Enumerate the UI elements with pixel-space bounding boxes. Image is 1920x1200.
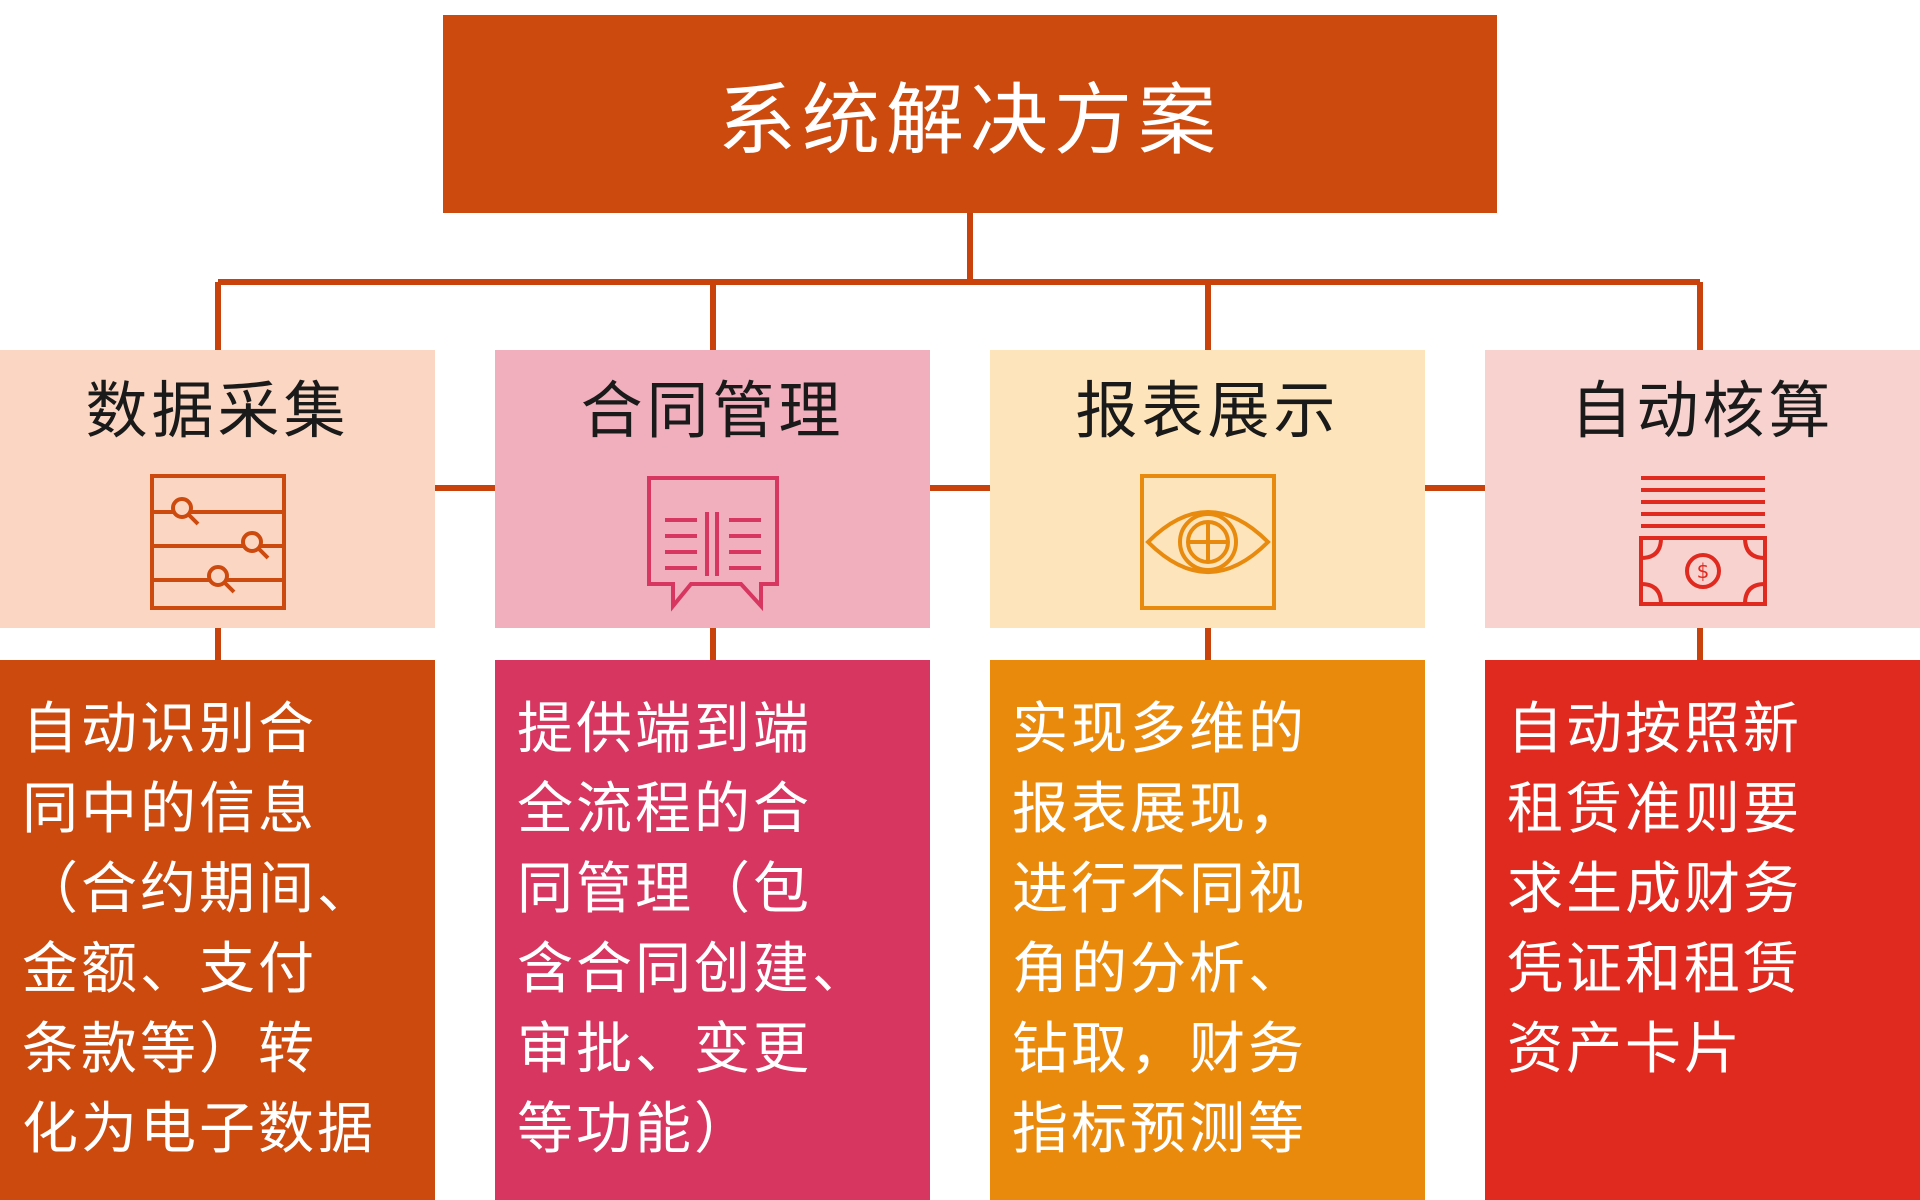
diagram-title: 系统解决方案 (443, 15, 1497, 213)
description-line: 实现多维的 (1012, 697, 1307, 762)
description-line: 条款等）转 (22, 1017, 317, 1082)
description-line: 提供端到端 (517, 697, 812, 762)
category-card-data-collection: 数据采集 (0, 350, 435, 628)
description-line: 资产卡片 (1507, 1017, 1743, 1082)
description-line: 自动按照新 (1507, 697, 1802, 762)
category-card-auto-accounting: 自动核算 $ (1485, 350, 1920, 628)
category-card-contract-management: 合同管理 (495, 350, 930, 628)
description-line: 角的分析、 (1012, 937, 1307, 1002)
description-card-report-display: 实现多维的 报表展现， 进行不同视 角的分析、 钻取，财务 指标预测等 (990, 660, 1425, 1200)
description-line: 审批、变更 (517, 1017, 812, 1082)
description-card-auto-accounting: 自动按照新 租赁准则要 求生成财务 凭证和租赁 资产卡片 (1485, 660, 1920, 1200)
description-line: 进行不同视 (1012, 857, 1307, 922)
description-card-contract-management: 提供端到端 全流程的合 同管理（包 含合同创建、 审批、变更 等功能） (495, 660, 930, 1200)
description-line: 自动识别合 (22, 697, 317, 762)
description-line: 化为电子数据 (22, 1097, 376, 1162)
money-icon: $ (1638, 476, 1767, 606)
category-label: 报表展示 (1075, 374, 1340, 447)
description-line: 金额、支付 (22, 937, 317, 1002)
sliders-icon (149, 474, 286, 610)
description-line: 报表展现， (1012, 777, 1307, 842)
category-card-report-display: 报表展示 (990, 350, 1425, 628)
description-line: 钻取，财务 (1012, 1017, 1307, 1082)
category-label: 数据采集 (85, 374, 350, 447)
eye-icon (1139, 474, 1276, 610)
description-card-data-collection: 自动识别合 同中的信息 （合约期间、 金额、支付 条款等）转 化为电子数据 (0, 660, 435, 1200)
category-label: 合同管理 (580, 374, 845, 447)
svg-text:$: $ (1696, 559, 1709, 583)
description-line: 同管理（包 (517, 857, 812, 922)
description-line: 等功能） (517, 1097, 753, 1162)
description-line: 租赁准则要 (1507, 777, 1802, 842)
category-label: 自动核算 (1570, 374, 1835, 447)
description-line: 凭证和租赁 (1507, 937, 1802, 1002)
description-line: 指标预测等 (1012, 1097, 1307, 1162)
description-line: 含合同创建、 (517, 937, 871, 1002)
description-line: 求生成财务 (1507, 857, 1802, 922)
chat-bubbles-icon (646, 476, 779, 612)
description-line: 全流程的合 (517, 777, 812, 842)
description-line: （合约期间、 (22, 857, 376, 922)
description-line: 同中的信息 (22, 777, 317, 842)
